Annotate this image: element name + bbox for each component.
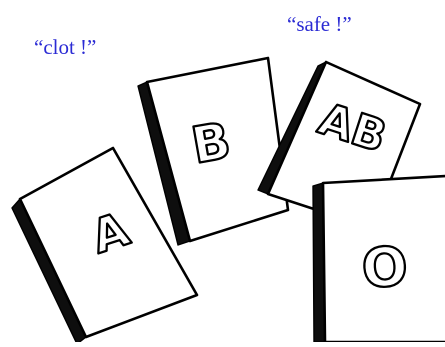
caption-safe: “safe !”	[287, 14, 352, 35]
card-o: O	[313, 176, 445, 342]
card-b: B	[138, 58, 288, 245]
card-o-letter: O	[360, 235, 410, 301]
caption-clot: “clot !”	[34, 37, 96, 58]
